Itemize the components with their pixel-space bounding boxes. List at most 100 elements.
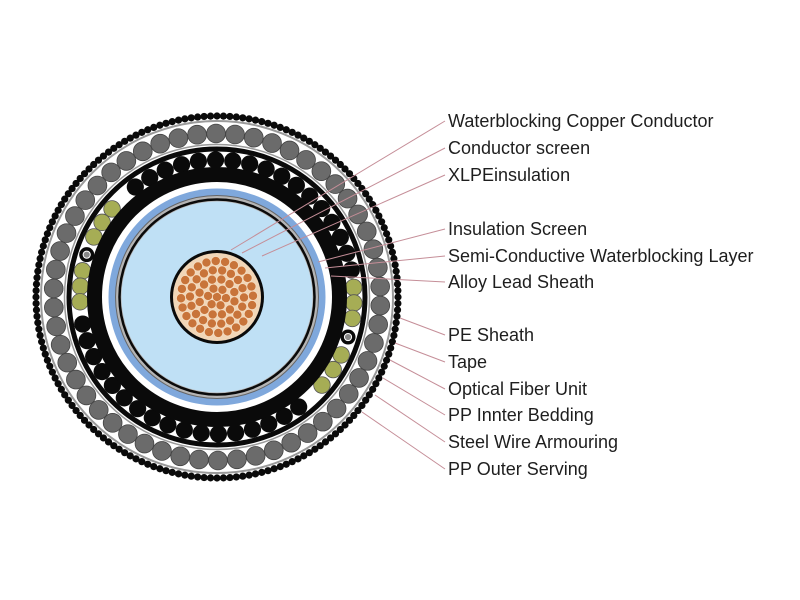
outer-serving-bead: [362, 396, 370, 404]
outer-serving-bead: [33, 312, 41, 320]
black-filler-wire: [290, 398, 308, 416]
outer-serving-bead: [380, 224, 388, 232]
outer-serving-bead: [393, 312, 401, 320]
leader-line: [261, 174, 446, 257]
steel-armour-wire: [227, 449, 247, 470]
black-filler-wire: [331, 228, 349, 246]
copper-strand: [176, 283, 187, 294]
outer-serving-bead: [181, 115, 189, 123]
outer-serving-bead: [168, 118, 176, 126]
outer-serving-bead: [390, 254, 398, 263]
outer-serving-bead: [57, 201, 65, 209]
steel-armour-wire: [66, 369, 86, 390]
outer-serving-bead: [385, 350, 393, 358]
copper-strand: [247, 300, 258, 311]
outer-serving-bead: [36, 331, 44, 340]
outer-serving-bead: [156, 465, 164, 473]
outer-serving-bead: [378, 218, 386, 226]
steel-armour-wire: [76, 385, 97, 406]
steel-armour-wire: [57, 352, 78, 373]
steel-armour-wire: [75, 190, 96, 210]
steel-armour-wire: [326, 398, 347, 419]
optical-fiber-core: [343, 332, 353, 342]
copper-strand: [213, 327, 224, 338]
copper-strand: [181, 311, 192, 322]
outer-serving-bead: [206, 112, 215, 120]
filler-wire-green: [343, 309, 362, 328]
outer-serving-bead: [138, 128, 146, 136]
outer-serving-bead: [391, 261, 399, 269]
black-filler-wire: [74, 315, 92, 333]
outer-serving-bead: [276, 462, 284, 471]
label-pe-sheath: PE Sheath: [448, 325, 535, 345]
copper-strand: [216, 309, 227, 320]
label-tape: Tape: [448, 352, 488, 372]
outer-serving-bead: [321, 438, 330, 446]
steel-armour-wire: [43, 278, 64, 299]
label-conductor-screen: Conductor screen: [448, 138, 591, 158]
copper-strand: [199, 279, 210, 290]
outer-serving-bead: [392, 319, 400, 327]
steel-armour-wire: [65, 206, 85, 226]
optical-fiber-core: [82, 250, 91, 259]
outer-serving-bead: [34, 267, 42, 275]
steel-armour-wire: [50, 241, 70, 261]
steel-armour-wire: [46, 259, 66, 280]
outer-serving-bead: [394, 299, 402, 308]
outer-serving-bead: [264, 467, 272, 475]
outer-serving-bead: [294, 131, 302, 139]
pp-inner-bedding-ring: [66, 146, 368, 448]
outer-serving-bead: [99, 152, 108, 160]
black-filler-wire: [103, 376, 121, 395]
copper-strand: [220, 256, 231, 267]
outer-serving-bead: [85, 421, 93, 429]
steel-armour-wire: [296, 150, 316, 170]
outer-serving-bead: [39, 344, 47, 352]
outer-serving-bead: [80, 416, 89, 424]
black-filler-wire: [192, 424, 210, 442]
copper-strand: [185, 267, 196, 278]
leader-line: [399, 317, 446, 336]
copper-strand: [198, 268, 209, 279]
steel-armour-wire: [363, 239, 384, 259]
label-pp-inner-bedding: PP Innter Bedding: [448, 405, 594, 425]
copper-strand: [237, 301, 248, 312]
copper-strand: [225, 315, 236, 326]
outer-serving-bead: [388, 248, 396, 256]
outer-serving-bead: [326, 434, 335, 442]
outer-serving-bead: [162, 467, 170, 475]
outer-serving-bead: [34, 319, 42, 327]
copper-strand: [216, 318, 227, 329]
black-filler-wire: [175, 421, 193, 439]
steel-armour-wire: [88, 400, 109, 420]
outer-serving-bead: [57, 385, 65, 393]
steel-armour-wire: [245, 446, 266, 466]
leader-line: [382, 377, 446, 416]
leader-line: [317, 228, 446, 263]
outer-serving-bead: [219, 112, 228, 120]
steel-armour-wire: [206, 123, 226, 144]
black-filler-wire: [273, 167, 291, 185]
outer-serving-bead: [354, 179, 362, 188]
outer-serving-bead: [270, 121, 278, 129]
outer-serving-bead: [393, 280, 402, 288]
outer-serving-bead: [99, 434, 108, 442]
outer-serving-bead: [126, 452, 134, 460]
outer-serving-bead: [48, 218, 56, 226]
outer-serving-bead: [276, 123, 284, 132]
outer-serving-bead: [387, 242, 395, 250]
outer-serving-bead: [41, 350, 49, 358]
outer-serving-bead: [68, 184, 76, 193]
leader-line: [241, 147, 446, 254]
outer-serving-bead: [150, 462, 158, 471]
copper-strand: [220, 293, 231, 304]
outer-serving-bead: [115, 445, 123, 453]
filler-wire-green: [344, 278, 363, 297]
leader-line: [394, 342, 446, 363]
black-filler-wire: [159, 416, 177, 434]
outer-serving-bead: [194, 113, 202, 121]
filler-wire-green: [313, 376, 331, 394]
copper-strand: [187, 318, 198, 329]
copper-strand: [242, 272, 253, 283]
outer-serving-bead: [394, 293, 402, 301]
